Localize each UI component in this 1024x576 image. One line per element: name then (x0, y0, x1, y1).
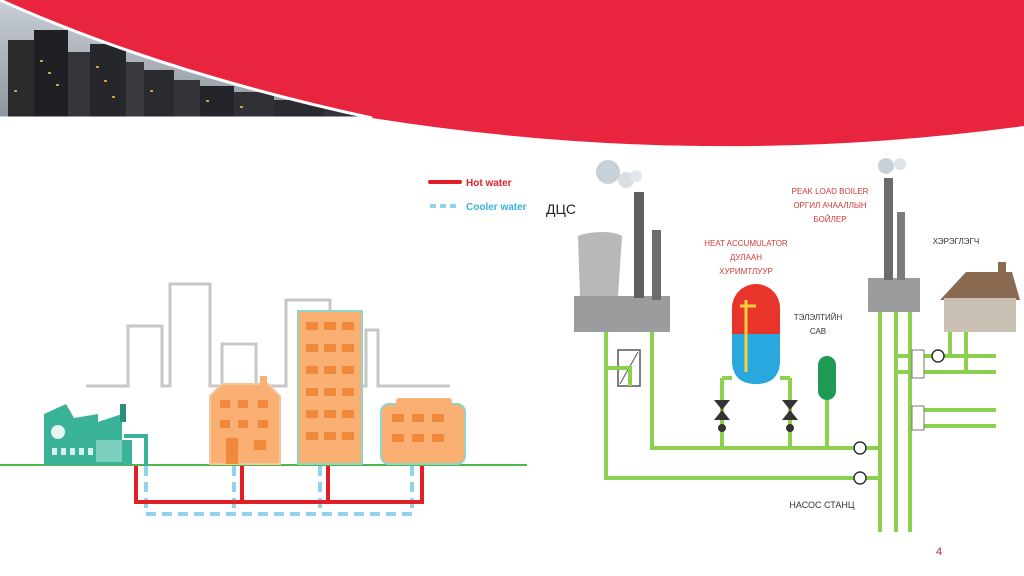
consumer-label: ХЭРЭГЛЭГЧ (933, 237, 979, 246)
house-building (209, 376, 281, 465)
peak-boiler-label-mn-2: БОЙЛЕР (813, 215, 846, 224)
heat-accumulator-label-mn-1: ДУЛААН (730, 253, 762, 262)
cool-water-pipe (144, 466, 414, 516)
heat-accumulator-label-mn-2: ХУРИМТЛУУР (719, 267, 773, 276)
pipe-network (604, 312, 996, 532)
pump-icon (853, 471, 867, 485)
valve-group-right (782, 400, 798, 432)
expansion-tank-label-2: САВ (810, 327, 826, 336)
valve-group-left (714, 400, 730, 432)
low-rise-building (380, 398, 466, 465)
consumer-exchanger (911, 349, 925, 379)
district-heating-illustration: Hot water Cooler water (0, 178, 527, 516)
chp-plant-label: ДЦС (546, 201, 576, 217)
page-number: 4 (936, 546, 943, 558)
heat-accumulator: HEAT ACCUMULATOR ДУЛААН ХУРИМТЛУУР (704, 239, 788, 384)
heat-accumulator-label-en: HEAT ACCUMULATOR (704, 239, 788, 248)
peak-boiler-label-mn-1: ОРГИЛ АЧААЛЛЫН (793, 201, 867, 210)
district-heating-scheme: ДЦС HEAT ACCUMULATOR ДУЛААН ХУРИМТЛУУР Т… (546, 158, 1020, 532)
background-skyline-outline (86, 282, 450, 388)
chp-plant: ДЦС (546, 160, 670, 332)
expansion-tank: ТЭЛЭЛТИЙН САВ (794, 313, 843, 400)
pump-icon (931, 349, 945, 363)
legend-hot-label: Hot water (466, 178, 512, 189)
legend: Hot water Cooler water (428, 178, 527, 213)
pump-icon (853, 441, 867, 455)
apartment-tower (297, 310, 363, 465)
smoke-icon (596, 160, 620, 184)
header-banner (0, 0, 1024, 147)
peak-load-boiler: PEAK LOAD BOILER ОРГИЛ АЧААЛЛЫН БОЙЛЕР (792, 158, 920, 312)
peak-boiler-label-en: PEAK LOAD BOILER (792, 187, 869, 196)
legend-cool-label: Cooler water (466, 202, 527, 213)
red-banner (0, 0, 1024, 147)
consumer-house: ХЭРЭГЛЭГЧ (933, 237, 1020, 332)
consumer-exchanger (911, 405, 925, 431)
power-plant (44, 404, 148, 466)
expansion-tank-label-1: ТЭЛЭЛТИЙН (794, 313, 843, 322)
pump-station-label: НАСОС СТАНЦ (789, 500, 855, 510)
hot-water-pipe (134, 466, 424, 504)
